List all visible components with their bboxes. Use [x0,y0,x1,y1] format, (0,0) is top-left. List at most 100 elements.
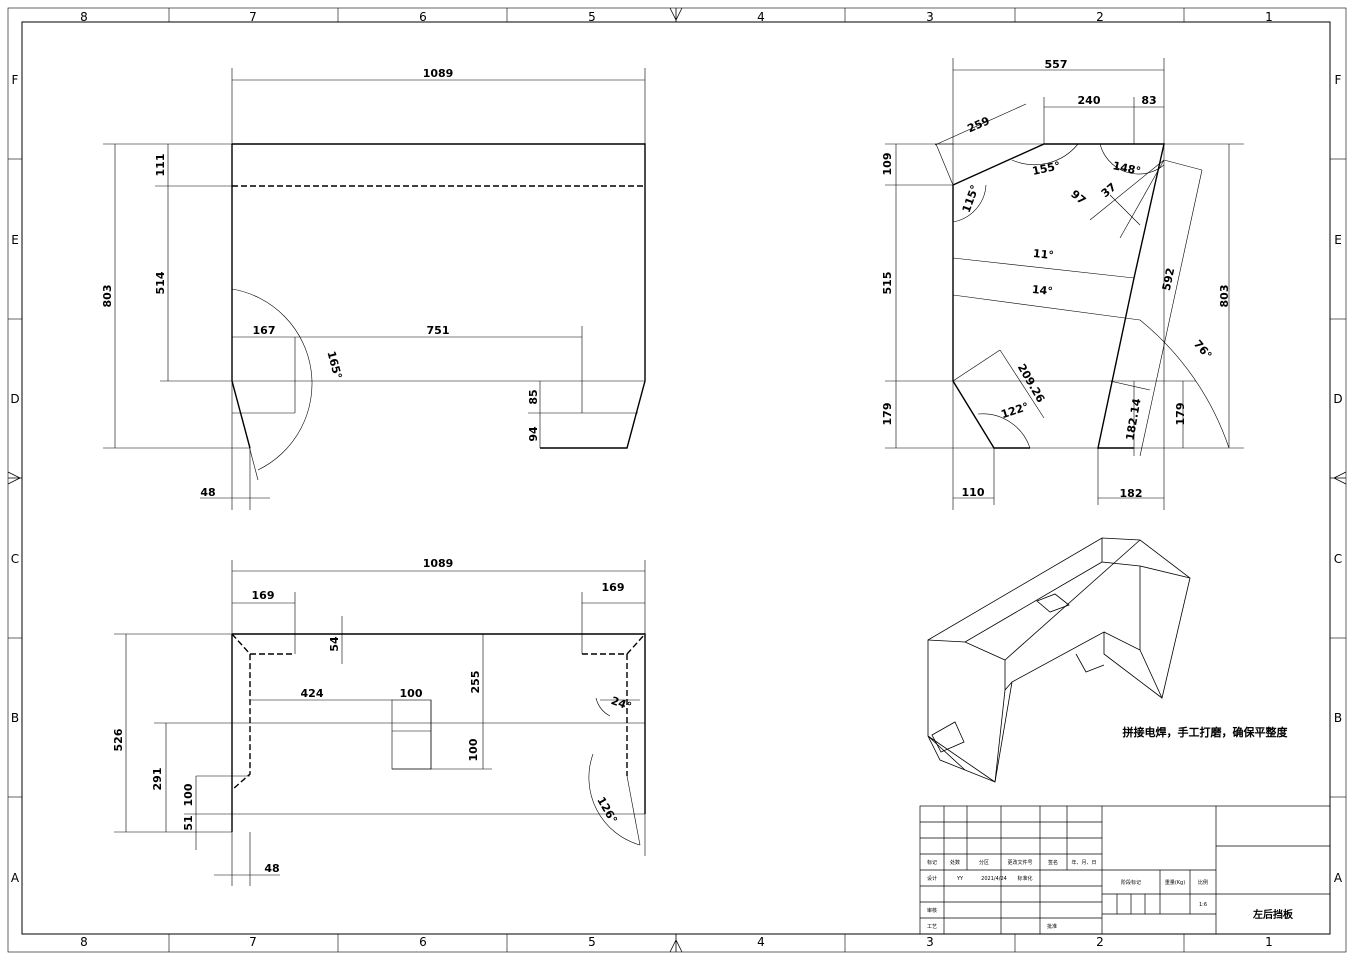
top-dim-255: 255 [469,671,482,694]
zone-num-7-top: 7 [249,10,257,24]
front-dim-751: 751 [427,324,450,337]
zone-num-3-top: 3 [926,10,934,24]
outer-frame [7,7,1347,953]
side-dim-182: 182 [1120,487,1143,500]
side-dim-148deg: 148° [1111,159,1142,178]
zone-letter-D-right: D [1333,392,1342,406]
tb-weight: 重量(Kg) [1165,879,1185,886]
zone-num-7-bottom: 7 [249,935,257,949]
zone-num-2-top: 2 [1096,10,1104,24]
front-view: 1089 803 111 514 167 751 165° 85 94 48 [101,67,646,510]
top-dim-424: 424 [301,687,324,700]
top-dim-48: 48 [264,862,279,875]
front-dim-1089: 1089 [423,67,454,80]
zone-letter-B-right: B [1334,711,1342,725]
tb-scale-value: 1:6 [1199,902,1207,908]
zone-letter-F-right: F [1335,73,1342,87]
zone-labels: 8 7 6 5 4 3 2 1 8 7 6 5 4 3 2 1 F E D C … [10,10,1343,949]
zone-num-5-bottom: 5 [588,935,596,949]
top-dim-54: 54 [328,636,341,652]
tb-designer: YY [956,876,964,882]
tb-label-mark: 标记 [927,859,937,866]
inner-frame [21,21,1331,935]
side-dim-83: 83 [1141,94,1156,107]
title-block-text: 标记 处数 分区 更改文件号 签名 年、月、日 设计 YY 2021/4/24 … [927,859,1294,930]
zone-num-4-top: 4 [757,10,765,24]
tb-label-count: 处数 [950,859,960,866]
side-dim-109: 109 [881,153,894,176]
top-dim-100-tab: 100 [182,783,195,806]
side-dim-179: 179 [881,403,894,426]
side-dim-803: 803 [1218,285,1231,308]
top-dim-24deg: 24° [609,694,633,713]
side-dim-122deg: 122° [999,400,1030,421]
side-dim-115deg: 115° [960,183,982,214]
zone-num-5-top: 5 [588,10,596,24]
side-dim-37: 37 [1099,180,1119,200]
side-dim-110: 110 [962,486,985,499]
top-dim-526: 526 [112,728,125,751]
top-outline [231,633,646,832]
side-dim-155deg: 155° [1031,159,1062,178]
front-dim-165deg: 165° [324,350,344,381]
top-dim-169-left: 169 [252,589,275,602]
zone-letter-D-left: D [10,392,19,406]
top-dim-1089: 1089 [423,557,454,570]
zone-num-1-top: 1 [1265,10,1273,24]
side-dim-592: 592 [1160,267,1177,292]
zone-letter-A-left: A [11,871,20,885]
weld-note: 拼接电焊，手工打磨，确保平整度 [1123,725,1289,739]
side-view: 557 240 83 259 155° 148° 115° 97 37 109 … [881,58,1244,510]
tb-process: 工艺 [927,924,937,930]
side-dim-179-right: 179 [1174,403,1187,426]
top-dim-291: 291 [151,768,164,791]
side-dim-259: 259 [965,114,991,135]
tb-scale: 比例 [1198,879,1208,886]
tb-label-date: 年、月、日 [1071,859,1096,866]
top-dim-100-w: 100 [400,687,423,700]
tb-review: 审核 [927,907,937,914]
front-dim-167: 167 [253,324,276,337]
centering-marks [7,7,1347,953]
zone-letter-C-right: C [1334,552,1342,566]
side-dim-76deg: 76° [1191,338,1214,362]
side-dim-240: 240 [1078,94,1101,107]
front-dim-48: 48 [200,486,215,499]
side-dim-557: 557 [1045,58,1068,71]
zone-letter-E-left: E [11,233,19,247]
tb-date-value: 2021/4/24 [981,876,1007,882]
side-dim-97: 97 [1068,187,1088,207]
front-outline [231,143,646,449]
isometric-view [927,537,1191,783]
top-dim-169-right: 169 [602,581,625,594]
side-dim-11deg: 11° [1032,247,1054,262]
side-dim-182-14: 182.14 [1123,397,1143,441]
zone-num-6-bottom: 6 [419,935,427,949]
zone-ticks [8,8,1346,952]
front-dim-111: 111 [154,154,167,177]
title-block [919,805,1331,935]
tb-stage-mark: 阶段标记 [1121,879,1141,886]
side-dim-209: 209.26 [1015,362,1048,406]
zone-num-6-top: 6 [419,10,427,24]
tb-label-sign: 签名 [1048,859,1058,866]
zone-num-1-bottom: 1 [1265,935,1273,949]
front-dim-514: 514 [154,271,167,294]
zone-letter-B-left: B [11,711,19,725]
zone-num-4-bottom: 4 [757,935,765,949]
top-view: 1089 169 169 54 424 100 255 100 526 291 … [112,557,646,886]
zone-num-2-bottom: 2 [1096,935,1104,949]
front-dim-803: 803 [101,285,114,308]
front-dim-94: 94 [527,426,540,442]
zone-num-8-top: 8 [80,10,88,24]
zone-letter-F-left: F [12,73,19,87]
tb-label-change: 更改文件号 [1007,859,1032,866]
zone-letter-C-left: C [11,552,19,566]
top-dim-100-h: 100 [467,738,480,761]
zone-num-8-bottom: 8 [80,935,88,949]
tb-part-name: 左后挡板 [1252,908,1294,921]
top-dim-126deg: 126° [594,795,619,826]
top-dim-51: 51 [182,815,195,830]
side-dim-14deg: 14° [1031,283,1053,298]
